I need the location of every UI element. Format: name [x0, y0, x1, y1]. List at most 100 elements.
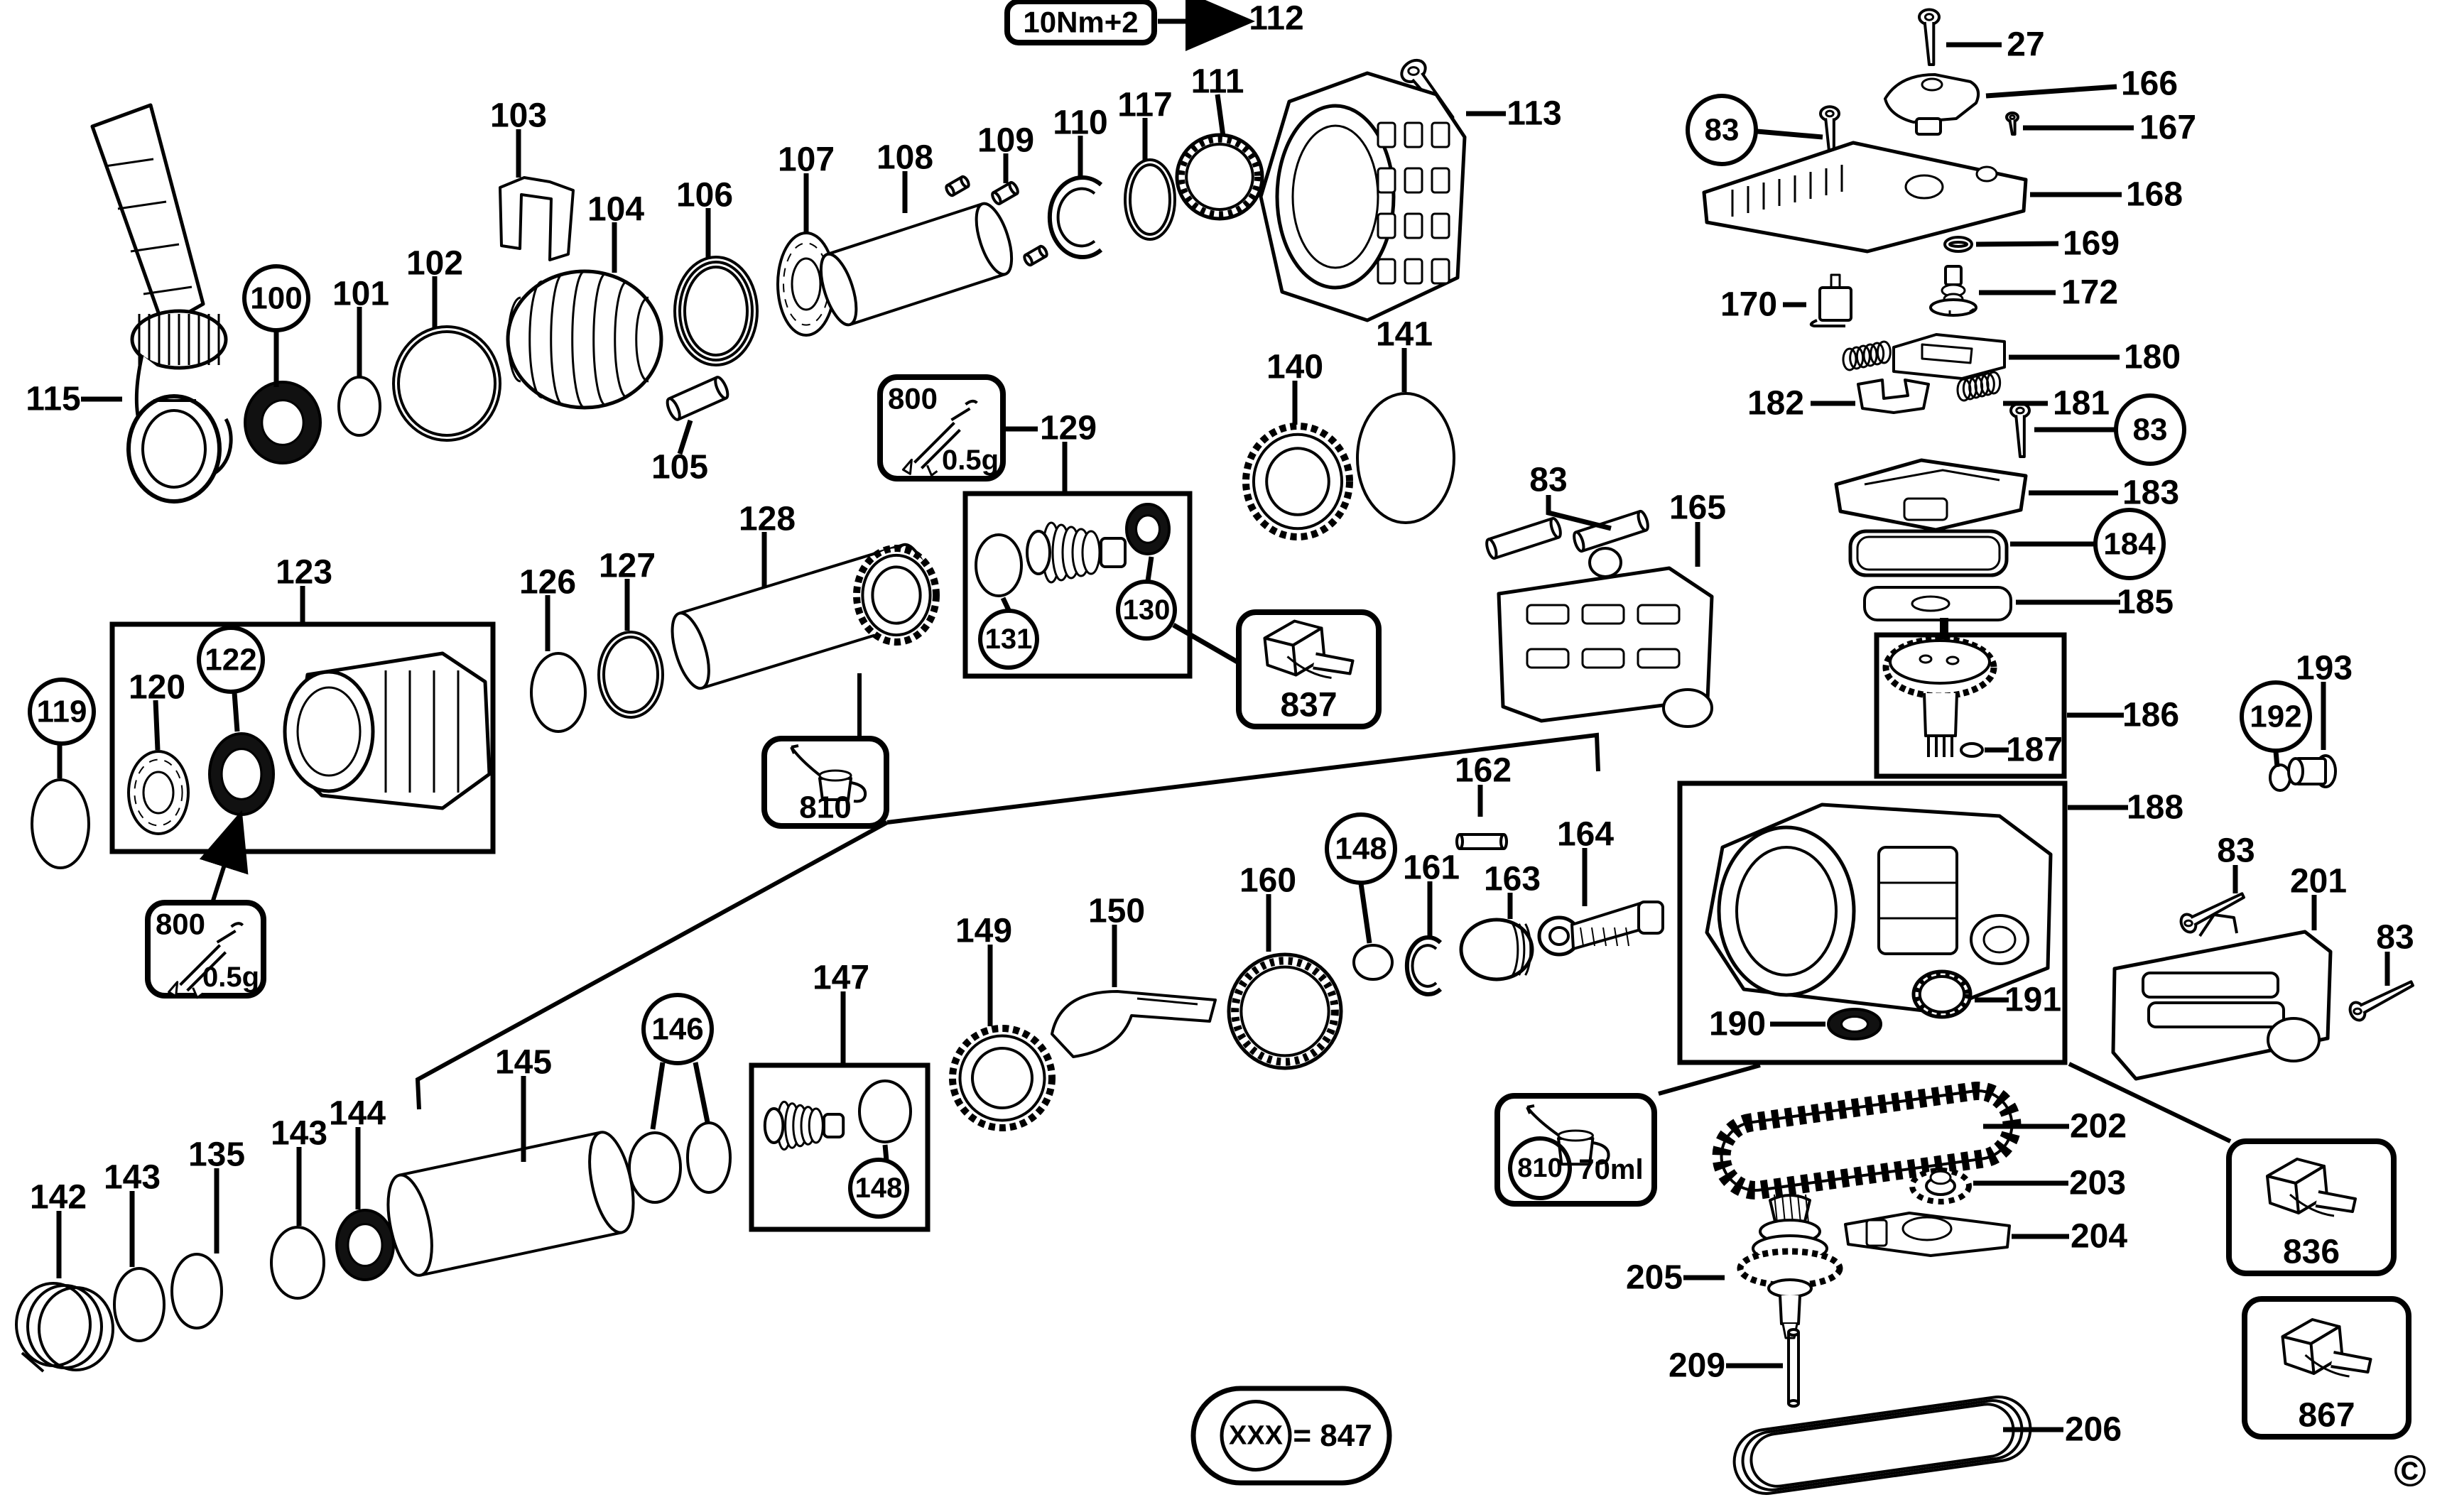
- part-label-117-12: 117: [1117, 87, 1173, 161]
- figure-oiler-172: [1929, 265, 1977, 317]
- part-label-148-70: 148: [848, 1144, 909, 1219]
- svg-text:141: 141: [1376, 316, 1433, 354]
- figure-bearing-160: [1227, 952, 1343, 1070]
- info-box-810-mid: 810: [761, 673, 889, 829]
- figure-screw-83-d1: [2179, 892, 2245, 934]
- svg-text:182: 182: [1747, 385, 1804, 423]
- part-label-164-65: 164: [1557, 816, 1614, 906]
- svg-text:111: 111: [1191, 63, 1244, 101]
- svg-text:810: 810: [1517, 1153, 1562, 1183]
- svg-text:126: 126: [519, 564, 576, 602]
- svg-text:867: 867: [2298, 1397, 2355, 1435]
- svg-text:83: 83: [2133, 413, 2168, 447]
- part-label-146-71: 146: [641, 993, 714, 1130]
- part-label-188-35: 188: [2068, 789, 2183, 827]
- figure-needle-ring-111: [1175, 133, 1264, 221]
- part-label-113-15: 113: [1466, 95, 1562, 133]
- figure-clip-103: [499, 176, 575, 261]
- part-label-209-45: 209: [1669, 1347, 1783, 1385]
- figure-gear-housing-123: [283, 651, 492, 810]
- figure-pin-83b: [1573, 509, 1649, 553]
- part-label-190-39: 190: [1709, 1006, 1825, 1043]
- figure-spring-181: [1956, 371, 2002, 402]
- figure-washer-119: [31, 778, 90, 869]
- part-label-120-55: 120: [129, 669, 185, 751]
- figure-pin-109a: [991, 180, 1019, 206]
- figure-pin-105: [666, 376, 729, 421]
- part-label-192-33: 192: [2240, 680, 2312, 768]
- part-label-104-5: 104: [587, 191, 644, 273]
- figure-ring-131: [975, 533, 1023, 597]
- figure-ring-146b: [686, 1121, 732, 1194]
- svg-text:181: 181: [2053, 385, 2110, 423]
- figure-rod-209: [1787, 1328, 1800, 1408]
- part-label-126-58: 126: [519, 564, 576, 651]
- svg-text:112: 112: [1249, 0, 1303, 38]
- figure-seal-130: [1125, 503, 1171, 555]
- svg-text:184: 184: [2103, 527, 2156, 562]
- info-box-867: 867: [2242, 1296, 2411, 1440]
- figure-retainer-204: [1844, 1212, 2011, 1257]
- svg-text:205: 205: [1626, 1259, 1683, 1297]
- svg-text:836: 836: [2283, 1234, 2340, 1271]
- figure-pin-109c: [1023, 244, 1048, 267]
- figure-gear-shaft-186: [1882, 618, 1997, 757]
- part-label-119-57: 119: [28, 678, 96, 778]
- part-label-108-9: 108: [877, 139, 933, 213]
- kit-box-147: [749, 1062, 930, 1232]
- figure-belt-206: [1732, 1396, 2032, 1495]
- svg-text:109: 109: [977, 122, 1034, 160]
- part-label-83-36: 83: [2217, 832, 2255, 893]
- svg-text:101: 101: [332, 276, 389, 313]
- figure-ring-135: [170, 1253, 223, 1329]
- figure-ring-143a: [270, 1226, 325, 1300]
- svg-text:100: 100: [250, 281, 302, 316]
- part-label-100-1: 100: [242, 264, 310, 387]
- part-label-111-13: 111: [1191, 63, 1244, 137]
- part-label-172-23: 172: [1979, 274, 2118, 312]
- svg-text:209: 209: [1669, 1347, 1725, 1385]
- svg-text:148: 148: [855, 1173, 903, 1204]
- svg-text:149: 149: [955, 913, 1012, 950]
- part-label-141-50: 141: [1376, 316, 1433, 392]
- figure-conn-rod-164: [1537, 901, 1664, 957]
- figure-spring-rings-142: [15, 1282, 114, 1373]
- part-label-147-69: 147: [813, 959, 869, 1063]
- figure-pin-162: [1455, 833, 1508, 850]
- figure-ring-143b: [113, 1267, 166, 1342]
- svg-text:185: 185: [2117, 584, 2174, 621]
- svg-text:= 847: = 847: [1293, 1418, 1372, 1453]
- svg-text:202: 202: [2070, 1108, 2127, 1146]
- svg-text:800: 800: [156, 908, 205, 941]
- kit-box-129: [962, 491, 1193, 679]
- figure-nut-100: [244, 381, 322, 464]
- figure-chain-202: [1712, 1082, 2022, 1200]
- part-label-109-10: 109: [977, 122, 1034, 183]
- figure-collar-144: [335, 1209, 395, 1281]
- figure-disc-107: [776, 232, 836, 337]
- figure-switch-170: [1809, 273, 1852, 327]
- figure-grommet-169: [1943, 236, 1973, 253]
- figure-washer-187: [1960, 742, 1984, 758]
- figure-inspection-cover-201: [2111, 913, 2333, 1081]
- part-label-168-20: 168: [2030, 176, 2183, 214]
- figure-cover-168: [1702, 141, 2028, 254]
- figure-screw-83-top: [1819, 105, 1840, 159]
- kit-box-186: [1874, 632, 2067, 779]
- part-label-101-2: 101: [332, 276, 389, 378]
- part-label-143-76: 143: [104, 1159, 161, 1267]
- part-label-143-74: 143: [271, 1115, 327, 1226]
- svg-text:201: 201: [2290, 863, 2347, 901]
- svg-text:83: 83: [1705, 113, 1740, 148]
- svg-text:166: 166: [2121, 65, 2178, 103]
- svg-text:147: 147: [813, 959, 869, 997]
- svg-text:160: 160: [1239, 862, 1296, 900]
- part-label-181-26: 181: [2003, 385, 2110, 423]
- figure-gear-case-183: [1834, 458, 2028, 532]
- part-label-202-41: 202: [1983, 1108, 2127, 1146]
- svg-text:206: 206: [2065, 1411, 2122, 1449]
- part-label-83-47: 83: [1529, 462, 1612, 531]
- figure-ring-126: [530, 652, 587, 733]
